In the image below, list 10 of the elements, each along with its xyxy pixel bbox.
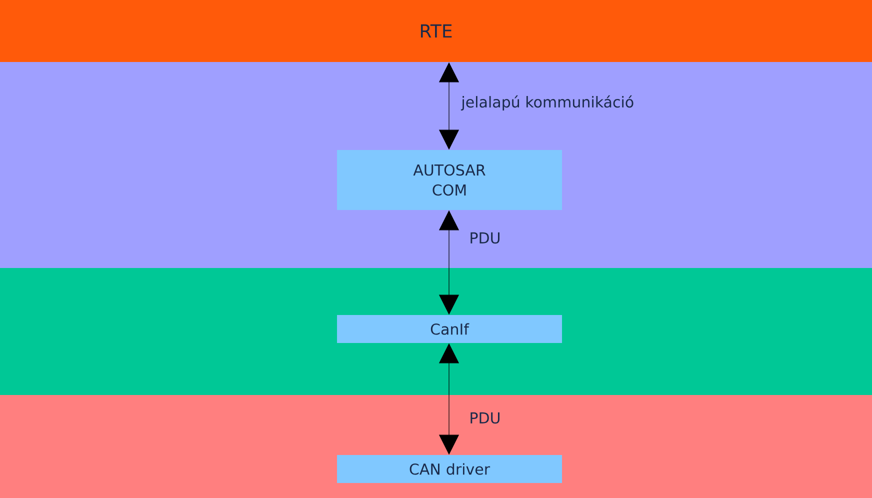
layer-band: RTE: [0, 0, 872, 62]
layer-band: [0, 395, 872, 498]
edge-label: PDU: [470, 412, 500, 424]
module-box: CAN driver: [337, 455, 562, 483]
layer-band: [0, 268, 872, 395]
edge-label: PDU: [470, 232, 500, 244]
edge-label: jelalapú kommunikáció: [460, 95, 634, 111]
module-box: CanIf: [337, 315, 562, 343]
module-box: AUTOSAR COM: [337, 150, 562, 210]
layer-band: [0, 62, 872, 268]
